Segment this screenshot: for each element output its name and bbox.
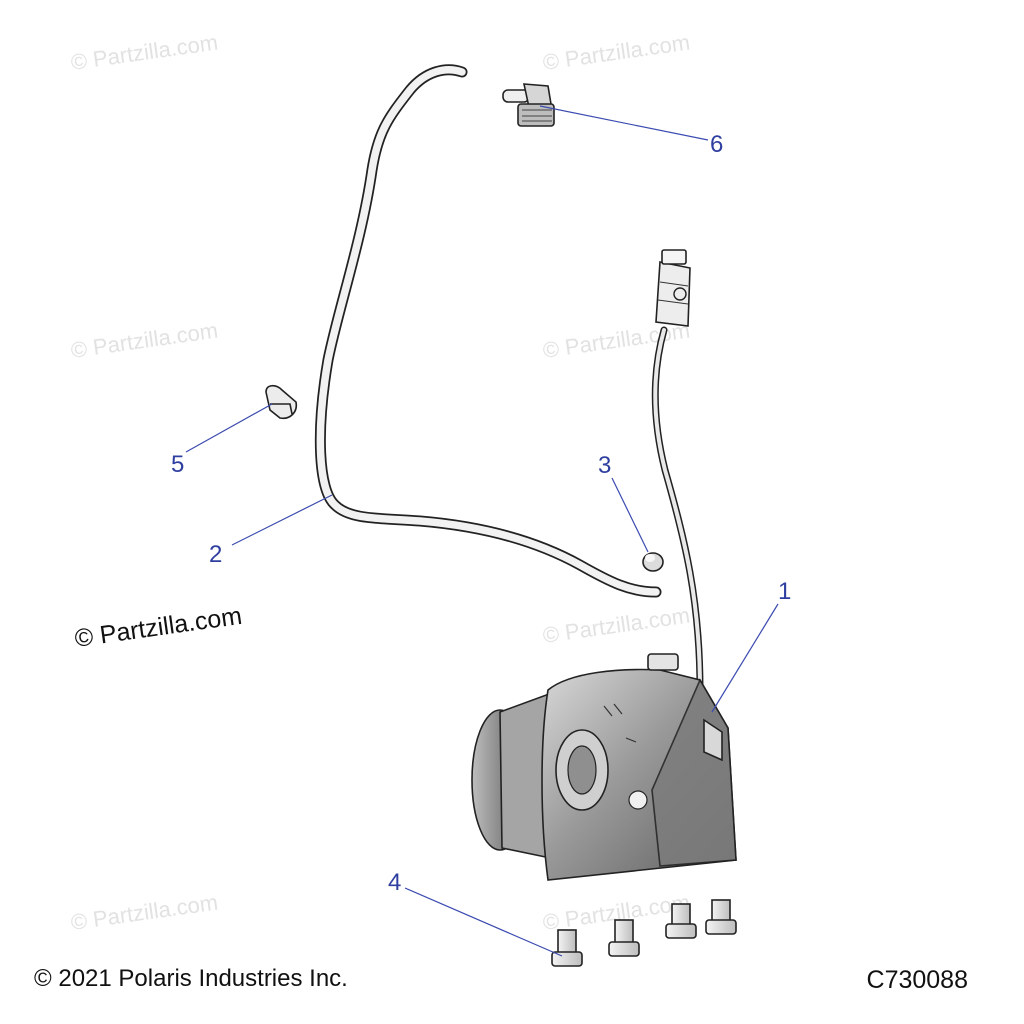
part-3-cap[interactable] bbox=[642, 552, 664, 572]
leader-4 bbox=[404, 887, 563, 957]
copyright-text: © 2021 Polaris Industries Inc. bbox=[34, 965, 348, 992]
watermark-5: © Partzilla.com bbox=[541, 603, 691, 648]
part-4-bolts[interactable] bbox=[551, 899, 737, 967]
watermark-3: © Partzilla.com bbox=[69, 318, 219, 363]
callout-3: 3 bbox=[598, 452, 611, 479]
leader-5 bbox=[185, 403, 273, 453]
leader-1 bbox=[711, 603, 779, 713]
part-2-vent-hose[interactable] bbox=[314, 64, 662, 598]
callout-6: 6 bbox=[710, 131, 723, 158]
partzilla-mark: © Partzilla.com bbox=[73, 602, 244, 653]
watermark-6: © Partzilla.com bbox=[69, 890, 219, 935]
bolt-1 bbox=[551, 929, 583, 967]
part-6-vent-fitting[interactable] bbox=[502, 83, 555, 127]
actuator-bracket bbox=[703, 718, 723, 762]
callout-5: 5 bbox=[171, 451, 184, 478]
part-5-hose-clip[interactable] bbox=[265, 384, 298, 420]
callouts: 1 2 3 4 5 6 bbox=[171, 131, 791, 896]
harness-connector bbox=[655, 261, 691, 327]
callout-1: 1 bbox=[778, 578, 791, 605]
diagram-code: C730088 bbox=[866, 966, 968, 994]
actuator-plug bbox=[647, 653, 679, 671]
watermark-2: © Partzilla.com bbox=[541, 30, 691, 75]
bolt-3 bbox=[665, 903, 697, 939]
leader-3 bbox=[611, 477, 649, 553]
leader-2 bbox=[231, 494, 333, 546]
leader-lines bbox=[185, 105, 779, 957]
wire-harness[interactable] bbox=[651, 249, 704, 694]
bolt-2 bbox=[608, 919, 640, 957]
callout-2: 2 bbox=[209, 541, 222, 568]
leader-6 bbox=[539, 105, 709, 141]
callout-4: 4 bbox=[388, 869, 401, 896]
part-1-gearcase[interactable] bbox=[471, 653, 737, 881]
fill-plug bbox=[628, 790, 648, 810]
bolt-4 bbox=[705, 899, 737, 935]
watermark-1: © Partzilla.com bbox=[69, 30, 219, 75]
